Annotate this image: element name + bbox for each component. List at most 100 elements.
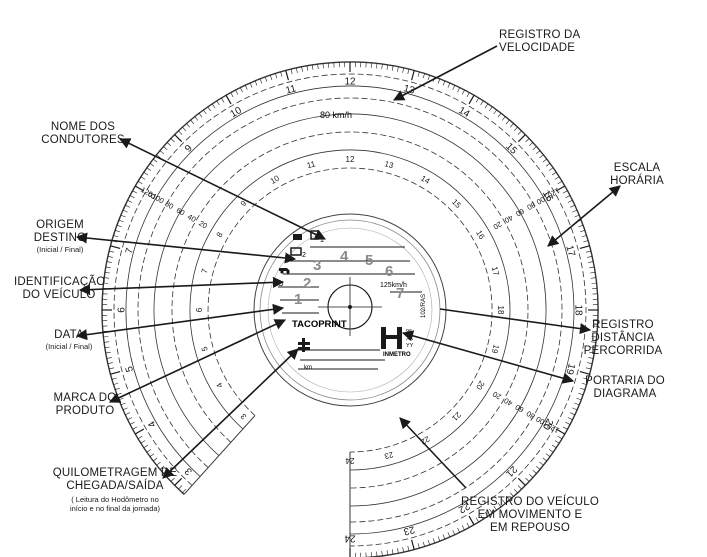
inner-hour-label: 19	[490, 343, 501, 354]
hour-tick	[517, 134, 526, 143]
hour-tick	[275, 73, 278, 79]
hour-tick	[140, 440, 146, 444]
speed-ring-label: 80	[163, 199, 175, 211]
speed-ring-label: 60	[514, 206, 526, 218]
hour-tick	[285, 70, 289, 81]
hour-tick	[557, 435, 563, 439]
brand-text: TACOPRINT	[292, 319, 347, 330]
data-sub: (Inicial / Final)	[45, 342, 93, 351]
hour-tick	[140, 176, 146, 180]
hour-tick	[588, 357, 594, 359]
hour-label: 20	[540, 416, 555, 432]
hour-tick	[116, 224, 122, 228]
hour-tick	[437, 78, 441, 84]
hour-tick	[104, 341, 110, 343]
inner-speed-text: 125km/h	[380, 282, 407, 289]
hour-tick	[153, 158, 158, 163]
inner-hour-label: 11	[306, 159, 317, 170]
hour-tick	[579, 371, 590, 375]
odometer-icon	[298, 338, 310, 352]
hour-tick	[105, 351, 111, 354]
hour-tick	[407, 545, 410, 551]
hour-tick	[182, 488, 187, 494]
driver-1-number: 1	[320, 237, 324, 244]
hour-tick	[590, 346, 596, 348]
hour-tick	[567, 200, 573, 203]
label-data: DATA (Inicial / Final)	[34, 329, 104, 351]
hour-tick	[513, 126, 518, 132]
registro-velocidade-line1: REGISTRO DA	[499, 29, 581, 41]
destino-line: DESTINO	[33, 232, 87, 244]
speed-ring-label: 20	[197, 219, 209, 231]
speed-ring-label: 60	[175, 206, 187, 218]
speed-ring-label: 40	[503, 213, 515, 225]
label-nome-condutores: NOME DOS CONDUTORES	[38, 121, 128, 147]
registro-veiculo-line3: EM REPOUSO	[490, 522, 570, 534]
hour-tick	[574, 214, 580, 218]
inner-hour-label: 6	[195, 307, 204, 312]
inner-hour-label: 17	[490, 266, 501, 277]
hour-tick	[578, 224, 584, 228]
hour-tick	[578, 392, 584, 396]
hour-tick	[156, 461, 161, 466]
inner-hour-label: 7	[200, 267, 210, 274]
hour-tick	[551, 444, 557, 449]
hour-tick	[432, 538, 436, 544]
hour-tick	[198, 113, 203, 118]
hour-label: 21	[503, 463, 519, 479]
hour-tick	[317, 64, 319, 70]
hour-tick	[174, 477, 183, 486]
quilometragem-sub1: ( Leitura do Hodômetro no	[71, 495, 159, 504]
speed-ring-label: 20	[491, 389, 503, 401]
hour-tick	[118, 219, 124, 223]
hour-tick	[525, 477, 530, 482]
hour-tick	[497, 113, 502, 118]
label-portaria-diagrama: PORTARIA DO DIAGRAMA	[580, 375, 670, 401]
hour-tick	[132, 426, 138, 430]
hour-label: 23	[402, 523, 416, 537]
hour-tick	[545, 163, 551, 167]
speed-ring-label: 20	[492, 219, 504, 231]
inner-number: 3	[313, 257, 321, 274]
hour-tick	[542, 158, 547, 163]
hour-label: 17	[563, 244, 577, 258]
registro-distancia-line3: PERCORRIDA	[583, 345, 663, 357]
hour-tick	[301, 66, 303, 72]
hour-label: 24	[344, 532, 356, 543]
hour-tick	[115, 230, 120, 233]
disc-ring	[171, 131, 529, 489]
hour-tick	[190, 119, 195, 125]
hour-tick	[322, 63, 324, 69]
portaria-small-3: YY	[406, 343, 414, 349]
hour-tick	[589, 266, 595, 269]
inner-number: 6	[385, 263, 393, 280]
hour-tick	[182, 126, 187, 132]
registro-velocidade-line2: VELOCIDADE	[499, 42, 576, 54]
disc-ring	[153, 113, 547, 507]
hour-tick	[427, 75, 430, 80]
inner-number: 1	[294, 291, 302, 308]
km-label: km	[304, 365, 312, 371]
inner-hour-label: 15	[450, 197, 463, 210]
inner-hour-label: 20	[474, 379, 487, 392]
identificacao-line2: DO VEÍCULO	[22, 289, 96, 301]
hour-tick	[437, 536, 441, 542]
hour-tick	[570, 412, 575, 416]
disc-ring	[101, 61, 599, 557]
hour-tick	[551, 171, 557, 176]
hour-tick	[517, 485, 522, 490]
hour-tick	[501, 499, 506, 504]
hour-tick	[554, 176, 560, 180]
hour-tick	[125, 412, 130, 416]
hour-tick	[125, 204, 130, 208]
inner-hour-label: 21	[450, 410, 463, 423]
hour-tick	[590, 272, 596, 274]
hour-tick	[120, 402, 126, 406]
label-marca-produto: MARCA DO PRODUTO	[50, 392, 120, 418]
disc-ring	[189, 149, 511, 471]
hour-tick	[417, 543, 420, 549]
hour-tick	[585, 250, 591, 253]
hour-tick	[386, 550, 388, 556]
hour-tick	[422, 73, 425, 79]
hour-tick	[579, 245, 590, 249]
